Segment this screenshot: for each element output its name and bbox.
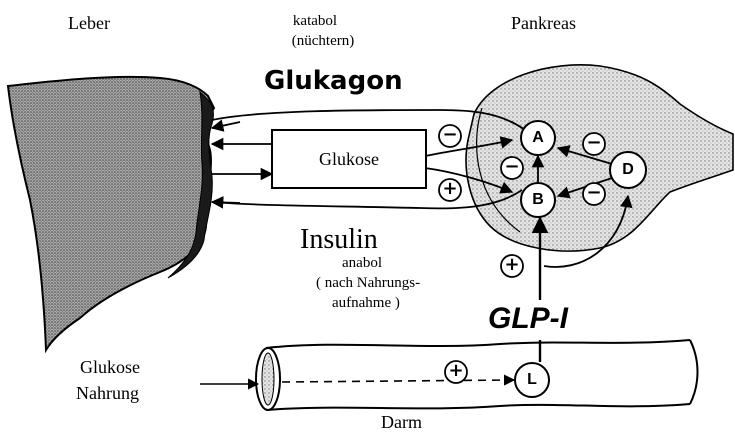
pankreas-label: Pankreas: [511, 14, 576, 32]
intestine-bottom: [266, 404, 690, 410]
plus-sign-glp: +: [504, 256, 519, 274]
glukose-box-label: Glukose: [319, 150, 379, 168]
nuechtern-label: (nüchtern): [292, 34, 354, 49]
intestine-end: [690, 340, 698, 404]
glukose-nahrung-label-2: Nahrung: [76, 384, 139, 402]
intestine-opening-inner: [262, 353, 274, 405]
intestine-top: [266, 340, 690, 348]
glukagon-label: Glukagon: [264, 68, 403, 94]
glp1-label: GLP-I: [488, 304, 568, 334]
plus-sign-insulin: +: [442, 180, 457, 198]
katabol-label: katabol: [293, 14, 337, 29]
minus-sign-b: −: [504, 158, 519, 176]
nach-nahrung-label-1: ( nach Nahrungs-: [316, 276, 420, 291]
liver-shape: [8, 77, 214, 350]
insulin-label: Insulin: [300, 226, 378, 254]
minus-sign-db: −: [586, 184, 601, 202]
nach-nahrung-label-2: aufnahme ): [332, 296, 400, 311]
glucose-to-l-arrow: [282, 380, 514, 382]
liver: [8, 77, 214, 350]
plus-sign-darm: +: [448, 362, 463, 380]
darm-label: Darm: [381, 413, 422, 431]
cell-b-label: B: [532, 192, 544, 208]
glukagon-to-liver-arrow: [212, 122, 240, 128]
minus-sign-glukagon: −: [442, 126, 457, 144]
cell-a-label: A: [532, 130, 544, 146]
insulin-to-liver-arrow: [212, 202, 240, 203]
leber-label: Leber: [68, 14, 110, 32]
minus-sign-da: −: [586, 134, 601, 152]
anabol-label: anabol: [342, 256, 382, 271]
cell-d-label: D: [622, 162, 634, 178]
cell-l-label: L: [527, 372, 537, 388]
glukose-nahrung-label-1: Glukose: [80, 358, 140, 376]
